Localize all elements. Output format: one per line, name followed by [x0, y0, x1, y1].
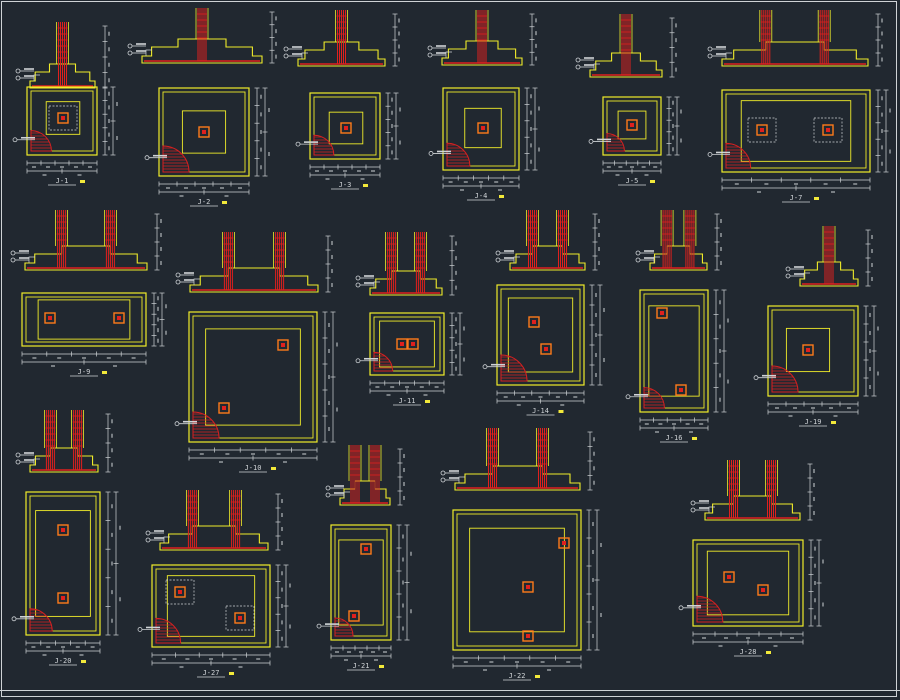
- footing-j-14: J-14: [482, 210, 605, 416]
- footing-label: J-2: [198, 198, 211, 206]
- label-mark: [766, 651, 771, 654]
- footing-j-28: J-28: [678, 460, 824, 657]
- footing-j-7: J-7: [707, 10, 891, 203]
- footing-label: J-27: [203, 669, 220, 677]
- footing-label: J-10: [245, 464, 262, 472]
- label-mark: [379, 665, 384, 668]
- footing-j-10: J-10: [174, 232, 338, 473]
- footing-j-4: J-4: [427, 10, 540, 201]
- label-mark: [102, 371, 107, 374]
- label-mark: [558, 410, 564, 413]
- footing-j-21: J-21: [316, 445, 412, 671]
- footing-label: J-1: [56, 177, 69, 185]
- footing-label: J-11: [399, 397, 416, 405]
- footing-label: J-21: [353, 662, 370, 670]
- label-mark: [535, 675, 540, 678]
- footing-j-11: J-11: [355, 232, 465, 406]
- label-mark: [271, 467, 276, 470]
- drawing-bottom-rule: [0, 690, 900, 691]
- footing-label: J-9: [78, 368, 91, 376]
- footing-label: J-19: [805, 418, 822, 426]
- footing-label: J-20: [55, 657, 72, 665]
- label-mark: [831, 421, 836, 424]
- label-mark: [363, 184, 368, 187]
- footing-j-9: J-9: [10, 210, 167, 377]
- label-mark: [222, 201, 227, 204]
- label-mark: [814, 197, 819, 200]
- footing-j-16: J-16: [625, 210, 729, 443]
- footing-label: J-3: [339, 181, 352, 189]
- label-mark: [650, 180, 655, 183]
- footing-j-19: J-19: [753, 226, 879, 427]
- footing-j-5: J-5: [575, 14, 682, 186]
- label-mark: [80, 180, 85, 183]
- label-mark: [425, 400, 430, 403]
- footing-j-27: J-27: [137, 490, 291, 678]
- label-mark: [229, 672, 234, 675]
- footing-label: J-4: [475, 192, 488, 200]
- label-mark: [499, 195, 504, 198]
- footing-label: J-7: [790, 194, 803, 202]
- footing-j-3: J-3: [283, 10, 401, 190]
- footing-label: J-28: [740, 648, 757, 656]
- label-mark: [81, 660, 86, 663]
- footing-label: J-5: [626, 177, 639, 185]
- label-mark: [692, 437, 697, 440]
- footing-label: J-14: [532, 407, 549, 415]
- footing-j-1: J-1: [12, 22, 118, 186]
- footing-j-2: J-2: [127, 8, 277, 207]
- footing-j-20: J-20: [11, 410, 121, 666]
- footing-label: J-16: [666, 434, 683, 442]
- footing-label: J-22: [509, 672, 526, 680]
- footing-j-22: J-22: [440, 428, 602, 681]
